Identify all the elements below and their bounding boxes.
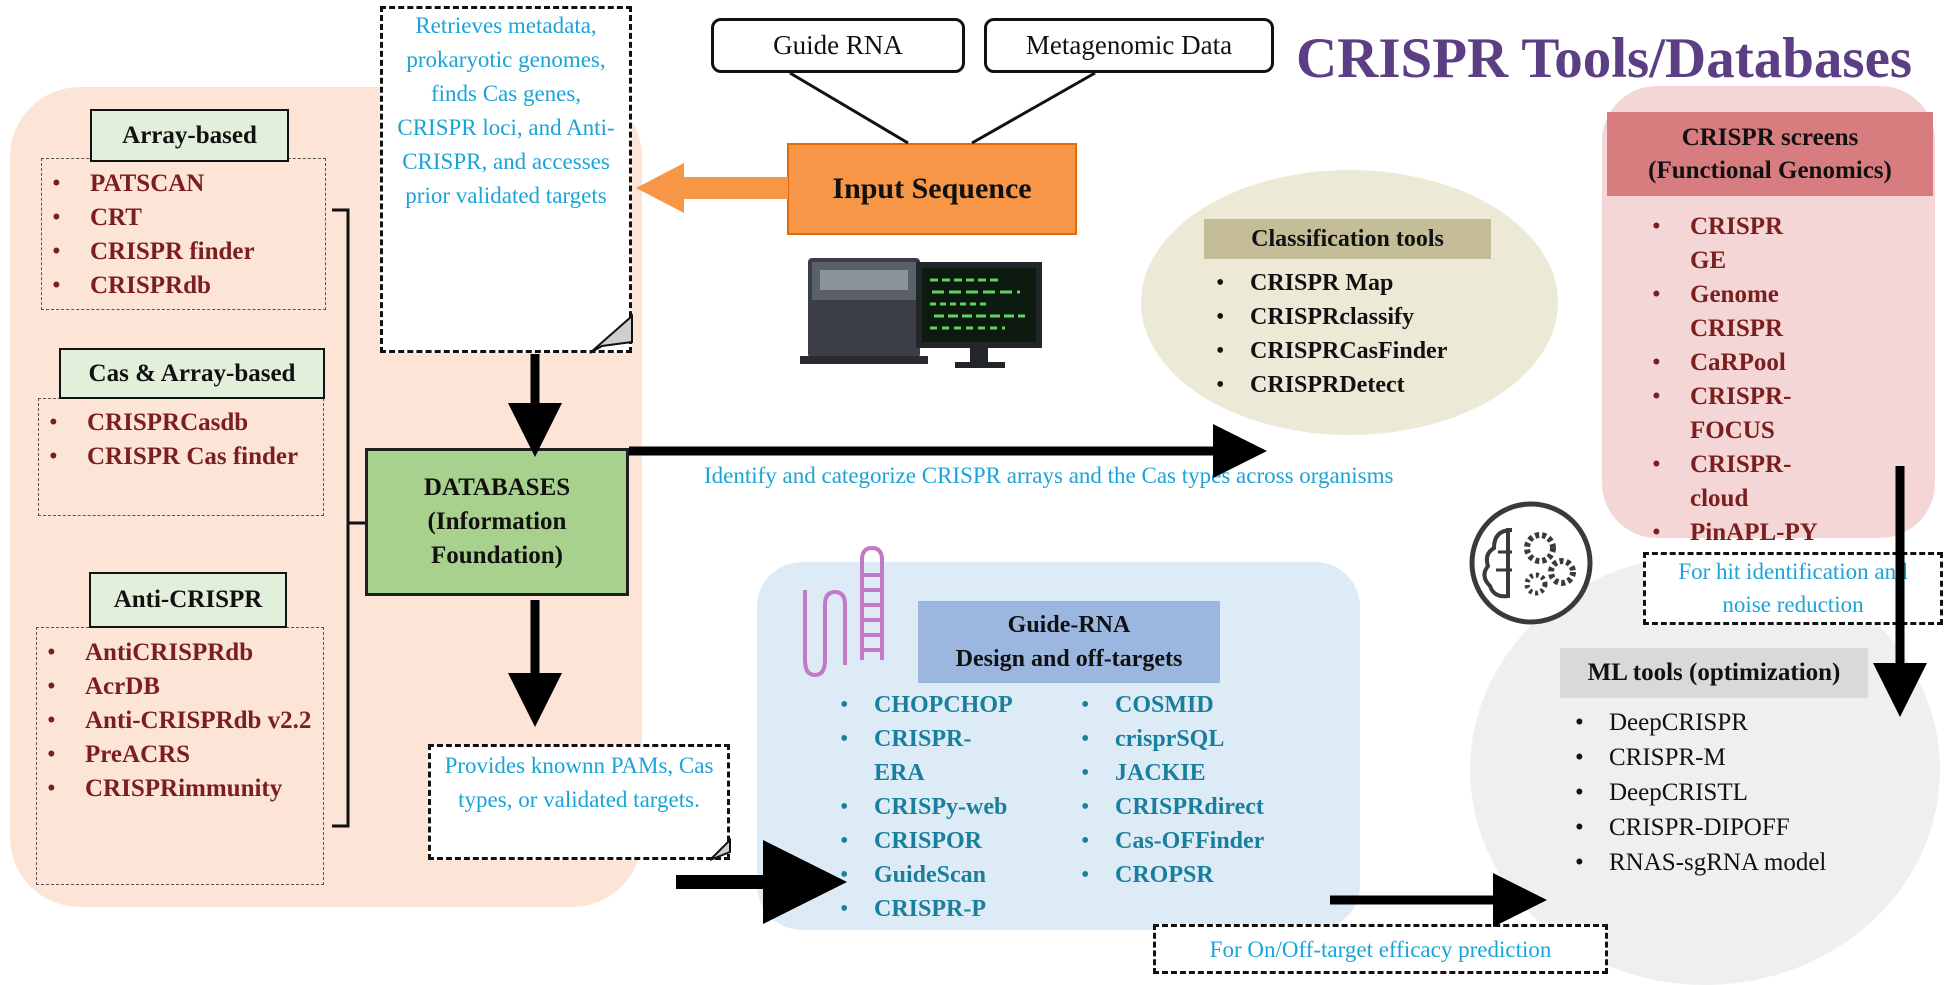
list-item: JACKIE	[1081, 756, 1315, 790]
cas-array-based-title: Cas & Array-based	[59, 348, 325, 399]
list-item: CRISPR-DIPOFF	[1575, 810, 1855, 845]
guide-rna-title: Guide-RNA Design and off-targets	[918, 601, 1220, 683]
classification-list-box: CRISPR Map CRISPRclassify CRISPRCasFinde…	[1208, 266, 1508, 402]
cas-array-list: CRISPRCasdb CRISPR Cas finder	[39, 399, 323, 474]
guide-rna-connector	[789, 71, 909, 145]
input-to-note-arrow	[636, 163, 788, 213]
list-item: CRISPR-FOCUS	[1652, 380, 1822, 448]
list-item: crisprSQL	[1081, 722, 1315, 756]
cas-array-list-box: CRISPRCasdb CRISPR Cas finder	[38, 398, 324, 516]
list-item: Anti-CRISPRdb v2.2	[47, 704, 317, 738]
databases-label: DATABASES	[423, 474, 571, 501]
crispr-screens-title-line1: CRISPR screens	[1681, 124, 1859, 151]
ml-list: DeepCRISPR CRISPR-M DeepCRISTL CRISPR-DI…	[1565, 705, 1855, 880]
guide-col2-box: COSMID crisprSQL JACKIE CRISPRdirect Cas…	[1075, 688, 1315, 892]
list-item: Cas-OFFinder	[1081, 824, 1315, 858]
anti-crispr-list-box: AntiCRISPRdb AcrDB Anti-CRISPRdb v2.2 Pr…	[36, 627, 324, 885]
list-item: CRISPR finder	[52, 235, 325, 269]
metagenomic-connector	[971, 71, 1096, 145]
list-item: DeepCRISTL	[1575, 775, 1855, 810]
list-item: CRISPR Cas finder	[49, 440, 317, 474]
hit-note: For hit identification and noise reducti…	[1643, 552, 1943, 625]
anti-crispr-list: AntiCRISPRdb AcrDB Anti-CRISPRdb v2.2 Pr…	[37, 628, 323, 806]
ml-tools-title: ML tools (optimization)	[1560, 648, 1868, 698]
list-item: CRISPRdirect	[1081, 790, 1315, 824]
input-sequence-box: Input Sequence	[787, 143, 1077, 235]
anti-crispr-title: Anti-CRISPR	[89, 572, 287, 628]
array-based-list: PATSCAN CRT CRISPR finder CRISPRdb	[42, 159, 325, 303]
list-item: CRISPRdb	[52, 269, 325, 303]
guide-rna-title-line2: Design and off-targets	[955, 646, 1183, 672]
crispr-screens-title-line2: (Functional Genomics)	[1648, 157, 1892, 184]
screens-list-box: CRISPR GE Genome CRISPR CaRPool CRISPR-F…	[1642, 210, 1822, 550]
list-bracket	[332, 208, 350, 828]
array-based-title: Array-based	[90, 109, 289, 162]
retrieve-note-fold	[589, 313, 633, 354]
pam-note: Provides knownn PAMs, Cas types, or vali…	[428, 744, 730, 860]
list-item: AntiCRISPRdb	[47, 636, 317, 670]
screens-list: CRISPR GE Genome CRISPR CaRPool CRISPR-F…	[1642, 210, 1822, 550]
list-item: Genome CRISPR	[1652, 278, 1822, 346]
page-title: CRISPR Tools/Databases	[1296, 27, 1913, 90]
list-item: CRISPR-cloud	[1652, 448, 1822, 516]
list-item: CROPSR	[1081, 858, 1315, 892]
list-item: CaRPool	[1652, 346, 1822, 380]
databases-label-line3: Foundation)	[431, 542, 563, 569]
list-item: CHOPCHOP	[840, 688, 1044, 722]
array-based-list-box: PATSCAN CRT CRISPR finder CRISPRdb	[41, 158, 326, 310]
databases-label-line2: (Information	[427, 508, 567, 535]
guide-rna-input: Guide RNA	[711, 18, 965, 73]
list-item: PATSCAN	[52, 167, 325, 201]
efficacy-note: For On/Off-target efficacy prediction	[1153, 924, 1608, 974]
list-item: AcrDB	[47, 670, 317, 704]
list-item: COSMID	[1081, 688, 1315, 722]
guide-col2-list: COSMID crisprSQL JACKIE CRISPRdirect Cas…	[1075, 688, 1315, 892]
list-item: CRT	[52, 201, 325, 235]
list-item: CRISPR-ERA	[840, 722, 994, 790]
rna-hairpin-icon	[803, 545, 884, 678]
metagenomic-data-input: Metagenomic Data	[984, 18, 1274, 73]
list-item: CRISPR GE	[1652, 210, 1822, 278]
pam-note-fold	[709, 837, 731, 861]
classification-list: CRISPR Map CRISPRclassify CRISPRCasFinde…	[1208, 266, 1508, 402]
list-item: CRISPR Map	[1216, 266, 1508, 300]
list-item: CRISPy-web	[840, 790, 1044, 824]
guide-rna-title-line1: Guide-RNA	[1007, 612, 1131, 638]
list-item: CRISPR-M	[1575, 740, 1855, 775]
list-item: PinAPL-PY	[1652, 516, 1822, 550]
classification-title: Classification tools	[1204, 219, 1491, 259]
list-item: CRISPRclassify	[1216, 300, 1508, 334]
list-item: CRISPRCasFinder	[1216, 334, 1508, 368]
list-item: CRISPRCasdb	[49, 406, 317, 440]
list-item: PreACRS	[47, 738, 317, 772]
databases-box: DATABASES (Information Foundation)	[365, 448, 629, 596]
identify-text: Identify and categorize CRISPR arrays an…	[704, 463, 1394, 488]
list-item: DeepCRISPR	[1575, 705, 1855, 740]
retrieve-note: Retrieves metadata, prokaryotic genomes,…	[380, 6, 632, 353]
brain-gears-icon	[1469, 501, 1593, 625]
ml-list-box: DeepCRISPR CRISPR-M DeepCRISTL CRISPR-DI…	[1565, 705, 1855, 880]
list-item: CRISPRDetect	[1216, 368, 1508, 402]
crispr-screens-title: CRISPR screens (Functional Genomics)	[1607, 112, 1933, 196]
list-item: RNAS-sgRNA model	[1575, 845, 1855, 880]
list-item: CRISPR-P	[840, 892, 1044, 926]
list-item: CRISPRimmunity	[47, 772, 317, 806]
sequencer-computer-icon	[800, 258, 1042, 368]
